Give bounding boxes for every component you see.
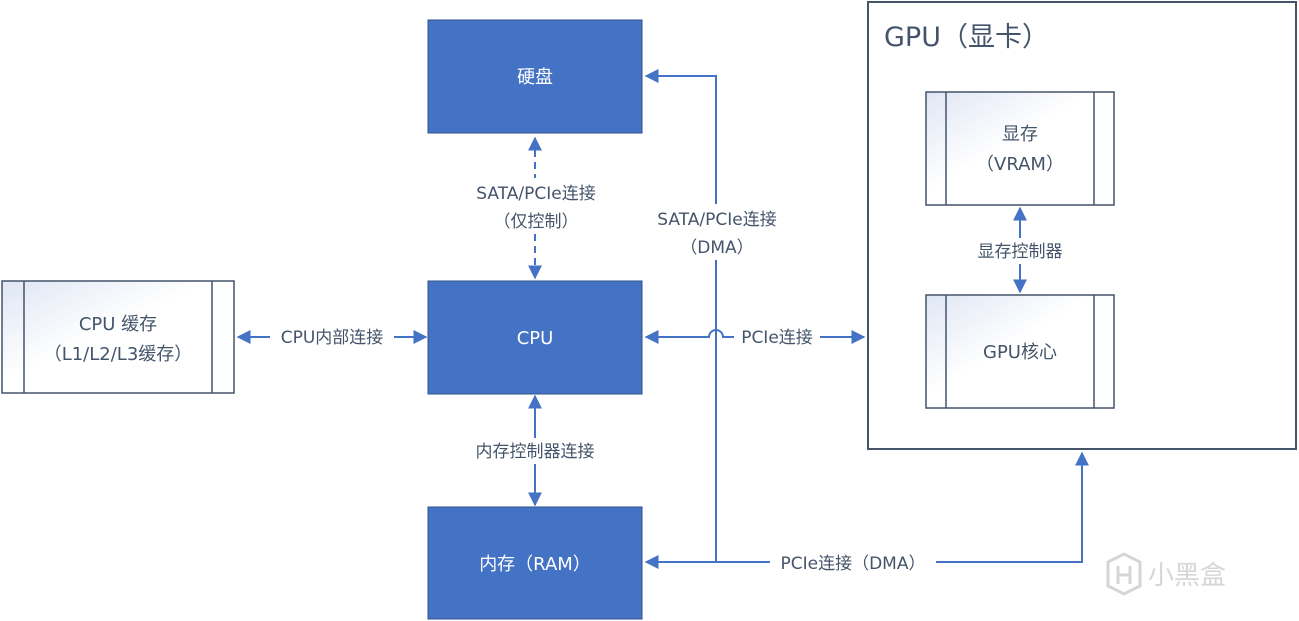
gpu-title: GPU（显卡）: [884, 22, 1049, 53]
disk-dma-label-line2: （DMA）: [680, 238, 753, 258]
cpu-cache-node: CPU 缓存 （L1/L2/L3缓存）: [1, 280, 235, 394]
disk-cpu-label: SATA/PCIe连接 （仅控制）: [462, 178, 608, 234]
ram-node: 内存（RAM）: [427, 506, 643, 620]
cpu-ram-label-text: 内存控制器连接: [476, 442, 595, 462]
ram-label: 内存（RAM）: [479, 554, 591, 575]
cpu-label: CPU: [517, 328, 554, 349]
ram-disk-dma-connector: [644, 69, 717, 562]
cpu-gpu-pcie-connector: [644, 329, 866, 344]
watermark: 小黑盒: [1106, 552, 1226, 596]
ram-gpu-label-text: PCIe连接（DMA）: [781, 554, 926, 574]
ram-gpu-dma-connector: [644, 451, 1089, 569]
heybox-logo-icon: [1106, 552, 1142, 596]
disk-dma-label: SATA/PCIe连接 （DMA）: [645, 204, 787, 260]
gpu-core-label: GPU核心: [983, 342, 1057, 363]
vram-node: 显存 （VRAM）: [925, 91, 1115, 206]
disk-cpu-label-line1: SATA/PCIe连接: [476, 184, 595, 204]
cpu-gpu-label: PCIe连接: [734, 325, 820, 349]
vram-label-line1: 显存: [1002, 124, 1038, 145]
disk-dma-label-line1: SATA/PCIe连接: [657, 210, 776, 230]
vram-label-line2: （VRAM）: [976, 154, 1064, 175]
cache-cpu-label: CPU内部连接: [270, 325, 394, 349]
disk-node: 硬盘: [427, 19, 643, 134]
vram-core-label: 显存控制器: [962, 238, 1078, 264]
gpu-core-node: GPU核心: [925, 294, 1115, 409]
disk-cpu-label-line2: （仅控制）: [494, 212, 579, 232]
disk-label: 硬盘: [517, 67, 553, 88]
vram-core-label-text: 显存控制器: [978, 242, 1063, 262]
cpu-gpu-label-text: PCIe连接: [741, 328, 813, 348]
cpu-ram-label: 内存控制器连接: [458, 438, 612, 464]
cpu-node: CPU: [427, 280, 643, 395]
watermark-text: 小黑盒: [1148, 561, 1226, 591]
cache-cpu-label-text: CPU内部连接: [281, 328, 384, 348]
ram-gpu-label: PCIe连接（DMA）: [770, 550, 936, 574]
cpu-cache-label-line2: （L1/L2/L3缓存）: [44, 344, 193, 365]
cpu-cache-label-line1: CPU 缓存: [79, 314, 157, 335]
